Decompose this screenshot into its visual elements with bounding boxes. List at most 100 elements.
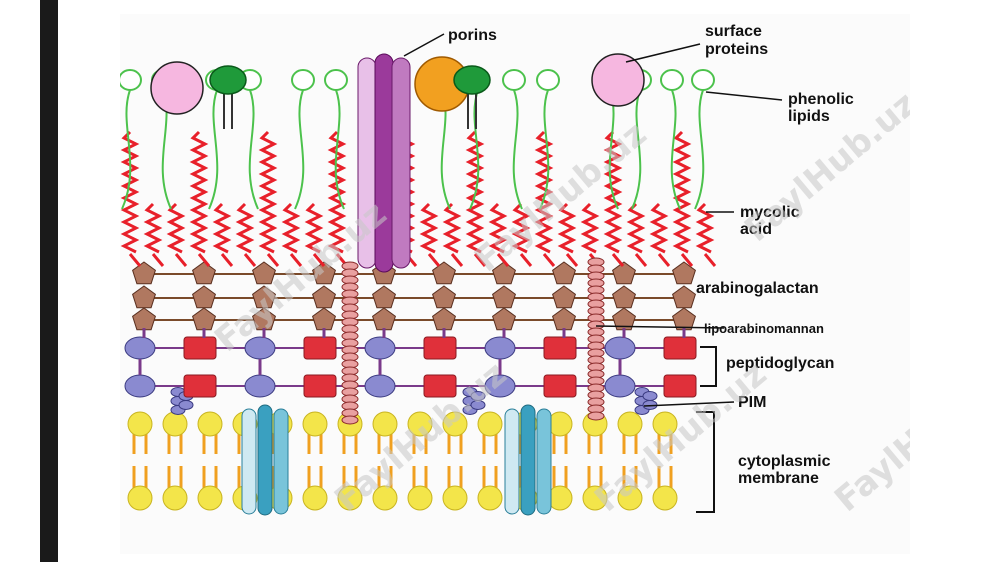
peptidoglycan-layer bbox=[124, 336, 697, 398]
left-accent-bar bbox=[40, 0, 58, 562]
nag-sugar bbox=[604, 336, 636, 360]
phenolic-lipid-tail bbox=[208, 89, 219, 210]
surface-protein bbox=[591, 53, 645, 107]
nam-sugar bbox=[543, 336, 577, 360]
mycolic-acid-chain bbox=[557, 202, 577, 254]
arabinose-unit bbox=[132, 285, 156, 309]
phenolic-lipid-head bbox=[291, 69, 315, 91]
membrane-bracket bbox=[696, 411, 715, 513]
nam-sugar bbox=[183, 336, 217, 360]
arabinose-unit bbox=[552, 285, 576, 309]
label-phenolic-lipids-line2: lipids bbox=[788, 108, 830, 125]
nag-sugar bbox=[604, 374, 636, 398]
mycolic-acid-base bbox=[266, 253, 280, 267]
cell-wall-figure: porins surface proteins phenolic lipids … bbox=[118, 14, 1000, 554]
label-phenolic-lipids-line1: phenolic bbox=[788, 91, 854, 108]
mycolic-acid-base bbox=[703, 253, 717, 267]
label-leader-lines bbox=[403, 33, 783, 513]
mycolic-acid-chain bbox=[166, 202, 186, 254]
membrane-head bbox=[337, 485, 363, 511]
arabinose-unit bbox=[312, 307, 336, 331]
mycolic-acid-chain bbox=[672, 130, 692, 254]
nam-sugar bbox=[303, 336, 337, 360]
leader-line bbox=[403, 33, 445, 57]
phenolic-lipid-head bbox=[536, 69, 560, 91]
pim-sugar bbox=[178, 400, 194, 410]
leader-line bbox=[643, 401, 735, 407]
arabinose-unit bbox=[492, 285, 516, 309]
porin-segment bbox=[374, 53, 394, 273]
mycolic-acid-chain bbox=[212, 202, 232, 254]
mycolic-acid-chain bbox=[304, 202, 324, 254]
label-peptidoglycan: peptidoglycan bbox=[726, 355, 834, 372]
mycolic-acid-chain bbox=[488, 202, 508, 254]
membrane-head bbox=[617, 485, 643, 511]
lam-mannose-bead bbox=[341, 415, 359, 425]
nam-sugar bbox=[303, 374, 337, 398]
phenolic-lipid-tail bbox=[670, 89, 681, 210]
mycolic-acid-base bbox=[128, 253, 142, 267]
phenolic-lipid-tail bbox=[631, 89, 642, 210]
nam-sugar bbox=[663, 336, 697, 360]
membrane-head bbox=[407, 485, 433, 511]
pim-sugar bbox=[470, 400, 486, 410]
mycolic-acid-chain bbox=[465, 130, 485, 254]
phenolic-lipid-head bbox=[660, 69, 684, 91]
arabinose-unit bbox=[132, 307, 156, 331]
mycolic-acid-chain bbox=[281, 202, 301, 254]
nag-sugar bbox=[244, 374, 276, 398]
leader-line bbox=[595, 325, 725, 329]
phenolic-lipid-tail bbox=[294, 89, 305, 210]
label-surface-proteins-line2: proteins bbox=[705, 41, 768, 58]
phenolic-lipid-tail bbox=[694, 89, 705, 210]
arabinose-unit bbox=[672, 261, 696, 285]
channel-segment bbox=[273, 408, 289, 515]
membrane-head bbox=[127, 411, 153, 437]
membrane-head bbox=[442, 485, 468, 511]
green-surface-protein bbox=[209, 65, 247, 95]
mycolic-acid-base bbox=[197, 253, 211, 267]
membrane-head bbox=[197, 485, 223, 511]
lipoarabinomannan-chains bbox=[341, 257, 605, 425]
membrane-head bbox=[162, 411, 188, 437]
watermark-7: FaylHub.uz bbox=[827, 354, 910, 520]
mycolic-acid-base bbox=[151, 253, 165, 267]
label-cytoplasmic-membrane-line1: cytoplasmic bbox=[738, 453, 831, 470]
mycolic-acid-base bbox=[634, 253, 648, 267]
membrane-head bbox=[197, 411, 223, 437]
mycolic-acid-base bbox=[496, 253, 510, 267]
phenolic-lipid-tail bbox=[248, 89, 259, 210]
arabinose-unit bbox=[192, 261, 216, 285]
membrane-head bbox=[372, 411, 398, 437]
watermark-1: FaylHub.uz bbox=[207, 194, 394, 360]
channel-segment bbox=[536, 408, 552, 515]
mycolic-acid-base bbox=[519, 253, 533, 267]
label-porins: porins bbox=[448, 27, 497, 44]
membrane-head bbox=[547, 411, 573, 437]
phenolic-lipid-tail bbox=[539, 89, 550, 210]
mycolic-acid-base bbox=[611, 253, 625, 267]
mycolic-acid-base bbox=[542, 253, 556, 267]
label-lipoarabinomannan: lipoarabinomannan bbox=[704, 321, 824, 336]
arabinose-unit bbox=[252, 261, 276, 285]
label-arabinogalactan: arabinogalactan bbox=[696, 280, 819, 297]
arabinose-unit bbox=[432, 307, 456, 331]
arabinose-unit bbox=[432, 285, 456, 309]
mycolic-acid-chain bbox=[534, 130, 554, 254]
membrane-head bbox=[582, 485, 608, 511]
arabinose-unit bbox=[432, 261, 456, 285]
nam-sugar bbox=[183, 374, 217, 398]
mycolic-acid-base bbox=[289, 253, 303, 267]
mycolic-acid-chain bbox=[649, 202, 669, 254]
lam-mannose-bead bbox=[587, 411, 605, 421]
arabinose-unit bbox=[672, 285, 696, 309]
nam-sugar bbox=[543, 374, 577, 398]
nag-sugar bbox=[364, 336, 396, 360]
mycolic-acid-chain bbox=[235, 202, 255, 254]
arabinose-unit bbox=[552, 261, 576, 285]
phenolic-lipid-tail bbox=[334, 89, 345, 210]
arabinose-unit bbox=[132, 261, 156, 285]
pim-sugar bbox=[642, 391, 658, 401]
nam-sugar bbox=[423, 336, 457, 360]
